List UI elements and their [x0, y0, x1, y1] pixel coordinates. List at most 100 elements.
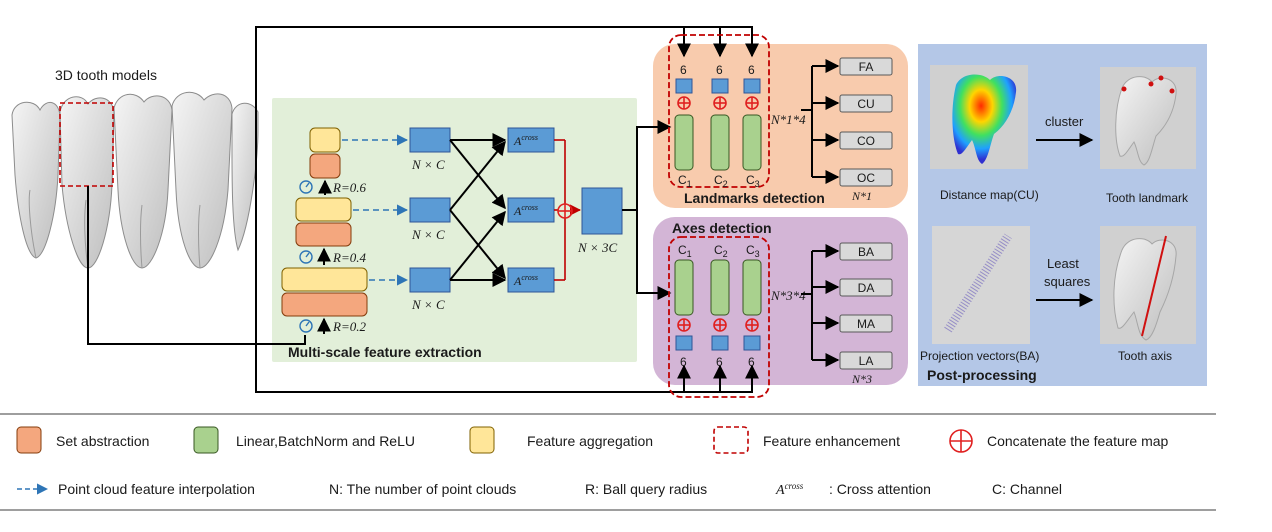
- branch-wires: [622, 120, 672, 300]
- concat-feature-block: [581, 187, 623, 235]
- legend-swatch-linear: [193, 426, 219, 454]
- feature-enhancement-box: [668, 34, 770, 188]
- landmarks-detection: 6 6 6 C1 C2 C3 N*1*4 FA CU CO: [668, 34, 893, 206]
- nc-label: N × C: [411, 297, 445, 312]
- feature-block: [409, 267, 451, 293]
- legend-swatch-enhancement: [713, 426, 749, 454]
- legend-label: N: The number of point clouds: [329, 481, 516, 497]
- dim-label: 6: [716, 63, 723, 77]
- heatmap-tooth: [952, 74, 1017, 164]
- dim-label: 6: [680, 355, 687, 369]
- nc-label: N × C: [411, 157, 445, 172]
- landmarks-footnote: N*1: [851, 189, 872, 203]
- channel-label: C3: [746, 173, 760, 189]
- concat-label: N × 3C: [577, 240, 617, 255]
- linear-block: [674, 114, 694, 171]
- abstraction-block: [295, 222, 352, 247]
- feature-block: [675, 335, 693, 351]
- nc-label: N × C: [411, 227, 445, 242]
- tooth-models-title: 3D tooth models: [55, 67, 157, 83]
- legend-label: Concatenate the feature map: [987, 433, 1169, 449]
- aggregation-block: [295, 197, 352, 222]
- legend-label: Feature aggregation: [527, 433, 653, 449]
- axes-footnote: N*3: [851, 372, 872, 386]
- ball-query-icon: [299, 250, 313, 264]
- linear-block: [710, 259, 730, 316]
- concat-icon: [949, 429, 973, 453]
- legend-swatch-abstraction: [16, 426, 42, 454]
- output-box-cu: [839, 94, 893, 113]
- feature-enhancement-box: [668, 236, 770, 398]
- legend-label: Linear,BatchNorm and ReLU: [236, 433, 415, 449]
- channel-label: C1: [678, 173, 692, 189]
- postprocessing-title: Post-processing: [927, 367, 1037, 383]
- radius-label: R=0.6: [332, 180, 366, 195]
- radius-label: R=0.4: [332, 250, 366, 265]
- output-label: BA: [858, 245, 874, 259]
- legend-label: Feature enhancement: [763, 433, 900, 449]
- legend: Set abstraction Linear,BatchNorm and ReL…: [0, 413, 1216, 511]
- feature-enhancement-wires: [87, 26, 759, 393]
- ball-query-icon: [299, 180, 313, 194]
- caption-distance-map: Distance map(CU): [940, 188, 1039, 202]
- channel-label: C1: [678, 243, 692, 259]
- channel-label: C2: [714, 243, 728, 259]
- channel-label: C2: [714, 173, 728, 189]
- legend-label: Point cloud feature interpolation: [58, 481, 255, 497]
- tooth-render: [1115, 76, 1177, 166]
- tooth-selection-box: [59, 102, 114, 187]
- concat-icon: [557, 203, 573, 219]
- feature-block: [711, 78, 729, 94]
- axes-title: Axes detection: [672, 220, 772, 236]
- linear-block: [742, 114, 762, 171]
- cross-attention-block: [507, 197, 555, 223]
- caption-projection: Projection vectors(BA): [920, 349, 1039, 363]
- least-squares-label: squares: [1044, 274, 1091, 289]
- mult-label: N*1*4: [770, 112, 806, 127]
- cross-attention-block: [507, 267, 555, 293]
- legend-label: Set abstraction: [56, 433, 149, 449]
- post-processing: cluster Distance map(CU) Tooth landmark …: [920, 65, 1196, 383]
- feature-block: [743, 335, 761, 351]
- projection-points: [944, 233, 1012, 333]
- feature-block: [409, 127, 451, 153]
- output-box-la: [839, 351, 893, 370]
- dim-label: 6: [748, 63, 755, 77]
- output-label: FA: [859, 60, 874, 74]
- feature-block: [743, 78, 761, 94]
- feature-block: [409, 197, 451, 223]
- caption-tooth-landmark: Tooth landmark: [1106, 191, 1189, 205]
- channel-label: C3: [746, 243, 760, 259]
- dim-label: 6: [680, 63, 687, 77]
- abstraction-block: [281, 292, 368, 317]
- tooth-models: 3D tooth models: [11, 67, 259, 269]
- caption-tooth-axis: Tooth axis: [1118, 349, 1172, 363]
- output-label: MA: [857, 317, 875, 331]
- output-box-da: [839, 278, 893, 297]
- linear-block: [710, 114, 730, 171]
- dim-label: 6: [716, 355, 723, 369]
- output-label: DA: [858, 281, 875, 295]
- legend-label: R: Ball query radius: [585, 481, 707, 497]
- linear-block: [742, 259, 762, 316]
- cross-attention-label: Across: [513, 133, 538, 148]
- output-label: CU: [857, 97, 874, 111]
- output-label: LA: [859, 354, 874, 368]
- legend-cross-symbol: Across: [775, 481, 804, 498]
- aggregation-block: [309, 127, 341, 153]
- landmarks-title: Landmarks detection: [684, 190, 825, 206]
- legend-label: C: Channel: [992, 481, 1062, 497]
- aggregation-block: [281, 267, 368, 292]
- tooth-render: [1113, 238, 1177, 341]
- multiscale-stack: R=0.6 R=0.4 R=0.2 N × C N × C N × C Acro…: [281, 127, 623, 360]
- feature-block: [711, 335, 729, 351]
- legend-label: : Cross attention: [829, 481, 931, 497]
- mult-label: N*3*4: [770, 288, 806, 303]
- projection-image: [932, 226, 1030, 344]
- legend-swatch-aggregation: [469, 426, 495, 454]
- output-box-oc: [839, 168, 893, 187]
- cluster-label: cluster: [1045, 114, 1084, 129]
- dim-label: 6: [748, 355, 755, 369]
- linear-block: [674, 259, 694, 316]
